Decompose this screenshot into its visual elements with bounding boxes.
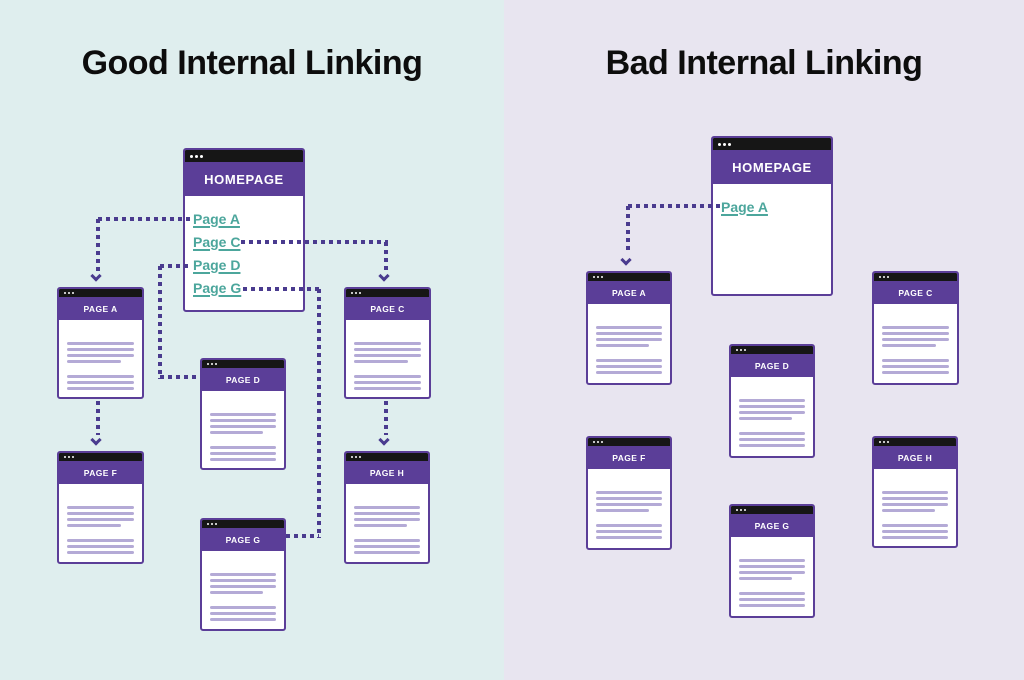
- bad-arrow-homepage-to-page-a-horizontal: [628, 204, 721, 208]
- good-section-title: Good Internal Linking: [81, 44, 423, 82]
- arrow-homepage-to-page-d-vertical: [158, 266, 162, 379]
- window-dots-icon: [207, 363, 217, 365]
- good-page-c-window: PAGE C: [344, 287, 431, 399]
- window-titlebar: [588, 438, 670, 446]
- window-dots-icon: [64, 292, 74, 294]
- arrow-homepage-to-page-g-entry: [286, 534, 319, 538]
- page-content-lines: [346, 484, 428, 554]
- bad-section-title: Bad Internal Linking: [605, 44, 923, 82]
- page-window-title: PAGE G: [731, 514, 813, 537]
- page-window-title: PAGE C: [874, 281, 957, 304]
- bad-page-a-window: PAGE A: [586, 271, 672, 385]
- arrow-homepage-to-page-d-horizontal: [160, 264, 191, 268]
- arrow-homepage-to-page-a-vertical: [96, 219, 100, 271]
- page-window-title: PAGE G: [202, 528, 284, 551]
- arrow-homepage-to-page-g-vertical: [317, 289, 321, 538]
- good-page-g-window: PAGE G: [200, 518, 286, 631]
- arrow-homepage-to-page-c-vertical: [384, 242, 388, 271]
- good-page-h-window: PAGE H: [344, 451, 430, 564]
- window-dots-icon: [593, 441, 603, 443]
- page-content-lines: [59, 484, 142, 554]
- window-titlebar: [59, 289, 142, 297]
- arrow-homepage-to-page-c-horizontal: [241, 240, 388, 244]
- window-titlebar: [346, 289, 429, 297]
- bad-homepage-window: HOMEPAGE Page A: [711, 136, 833, 296]
- page-window-title: PAGE F: [588, 446, 670, 469]
- window-dots-icon: [736, 509, 746, 511]
- page-content-lines: [202, 551, 284, 621]
- good-homepage-link-page-a: Page A: [193, 211, 240, 227]
- page-content-lines: [346, 320, 429, 390]
- bad-page-h-window: PAGE H: [872, 436, 958, 548]
- arrow-page-c-to-page-h-vertical: [384, 401, 388, 435]
- window-titlebar: [202, 520, 284, 528]
- window-titlebar: [874, 273, 957, 281]
- page-window-title: PAGE D: [731, 354, 813, 377]
- bad-page-f-window: PAGE F: [586, 436, 672, 550]
- arrow-page-a-to-page-f-vertical: [96, 401, 100, 435]
- page-content-lines: [731, 537, 813, 607]
- page-window-title: PAGE C: [346, 297, 429, 320]
- good-page-f-window: PAGE F: [57, 451, 144, 564]
- page-window-title: PAGE F: [59, 461, 142, 484]
- homepage-link-list: Page A Page C Page D Page G: [185, 196, 303, 296]
- window-dots-icon: [879, 441, 889, 443]
- window-dots-icon: [736, 349, 746, 351]
- window-dots-icon: [879, 276, 889, 278]
- bad-page-g-window: PAGE G: [729, 504, 815, 618]
- page-content-lines: [731, 377, 813, 447]
- homepage-link-list: Page A: [713, 184, 831, 215]
- window-dots-icon: [351, 456, 361, 458]
- homepage-window-title: HOMEPAGE: [185, 162, 303, 196]
- bad-arrow-homepage-to-page-a-vertical: [626, 206, 630, 253]
- page-content-lines: [874, 304, 957, 374]
- page-content-lines: [874, 469, 956, 539]
- page-content-lines: [588, 469, 670, 539]
- good-homepage-window: HOMEPAGE Page A Page C Page D Page G: [183, 148, 305, 312]
- window-dots-icon: [64, 456, 74, 458]
- bad-page-c-window: PAGE C: [872, 271, 959, 385]
- window-dots-icon: [351, 292, 361, 294]
- page-window-title: PAGE H: [874, 446, 956, 469]
- arrow-homepage-to-page-a-horizontal: [98, 217, 191, 221]
- window-dots-icon: [207, 523, 217, 525]
- good-page-a-window: PAGE A: [57, 287, 144, 399]
- homepage-window-title: HOMEPAGE: [713, 150, 831, 184]
- window-titlebar: [588, 273, 670, 281]
- page-window-title: PAGE H: [346, 461, 428, 484]
- page-window-title: PAGE A: [588, 281, 670, 304]
- good-homepage-link-page-c: Page C: [193, 234, 241, 250]
- arrow-homepage-to-page-d-entry: [160, 375, 200, 379]
- bad-page-d-window: PAGE D: [729, 344, 815, 458]
- window-titlebar: [731, 346, 813, 354]
- window-titlebar: [874, 438, 956, 446]
- window-dots-icon: [593, 276, 603, 278]
- good-homepage-link-page-g: Page G: [193, 280, 242, 296]
- page-window-title: PAGE D: [202, 368, 284, 391]
- page-content-lines: [588, 304, 670, 374]
- window-titlebar: [713, 138, 831, 150]
- window-titlebar: [202, 360, 284, 368]
- page-content-lines: [202, 391, 284, 461]
- window-titlebar: [346, 453, 428, 461]
- window-dots-icon: [718, 142, 731, 146]
- window-titlebar: [731, 506, 813, 514]
- window-dots-icon: [190, 154, 203, 158]
- bad-homepage-link-page-a: Page A: [721, 199, 768, 215]
- arrow-homepage-to-page-g-horizontal: [243, 287, 321, 291]
- window-titlebar: [59, 453, 142, 461]
- window-titlebar: [185, 150, 303, 162]
- page-content-lines: [59, 320, 142, 390]
- good-homepage-link-page-d: Page D: [193, 257, 241, 273]
- good-page-d-window: PAGE D: [200, 358, 286, 470]
- page-window-title: PAGE A: [59, 297, 142, 320]
